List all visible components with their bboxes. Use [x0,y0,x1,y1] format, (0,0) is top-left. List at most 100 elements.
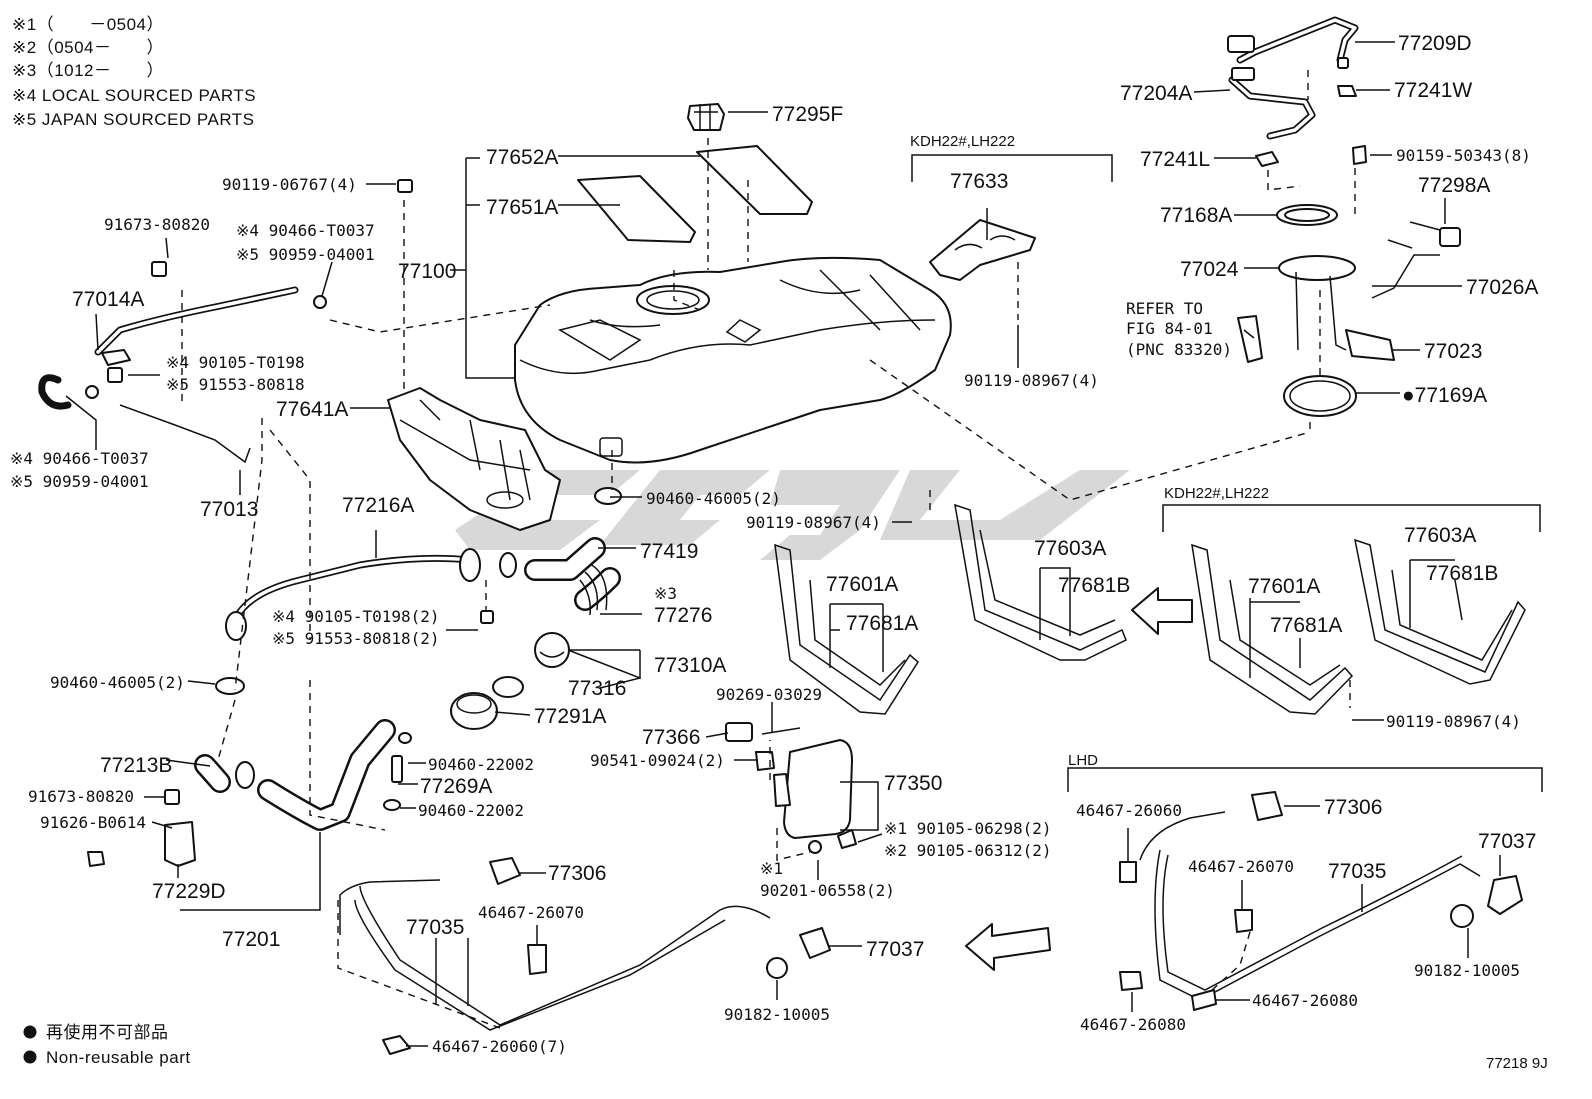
reference-lines [181,70,1356,991]
note-1: ※1（ －0504） [12,15,164,34]
label-77298A: 77298A [1418,174,1490,197]
label-90105-06298: ※1 90105-06298(2) [884,819,1052,838]
tank-bracket [929,219,1036,281]
label-90182-10005-right: 90182-10005 [1414,961,1520,980]
label-77201: 77201 [222,928,280,951]
label-46467-26080-b: 46467-26080 [1080,1015,1186,1034]
label-77603A-right: 77603A [1404,524,1476,547]
label-90105-T0198: ※4 90105-T0198 [166,353,305,372]
label-91673-80820-b: 91673-80820 [28,787,134,806]
label-77024: 77024 [1180,258,1239,281]
note-5: ※5 JAPAN SOURCED PARTS [12,110,255,129]
label-90105-06312: ※2 90105-06312(2) [884,841,1052,860]
label-77276: 77276 [654,604,712,627]
label-90119-08967-a: 90119-08967(4) [964,371,1099,390]
label-77216A: 77216A [342,494,414,517]
legend: 再使用不可部品 Non-reusable part [23,1022,191,1067]
label-90182-10005-center: 90182-10005 [724,1005,830,1024]
label-90159-50343: 90159-50343(8) [1396,146,1531,165]
label-90269-03029: 90269-03029 [716,685,822,704]
label-77204A: 77204A [1120,82,1192,105]
label-77229D: 77229D [152,880,226,903]
label-90959-04001-top: ※5 90959-04001 [236,245,375,264]
label-77306-center: 77306 [548,862,606,885]
legend-bullet-icon [23,1025,37,1039]
label-90201-note: ※1 [760,859,783,878]
note-4: ※4 LOCAL SOURCED PARTS [12,86,256,105]
label-77603A-left: 77603A [1034,537,1106,560]
label-77295F: 77295F [772,103,843,126]
legend-jp: 再使用不可部品 [46,1022,169,1042]
label-91553-80818-2: ※5 91553-80818(2) [272,629,440,648]
label-90460-46005-a: 90460-46005(2) [646,489,781,508]
label-77681B-right: 77681B [1426,562,1498,585]
label-77013: 77013 [200,498,258,521]
note-2: ※2（0504－ ） [12,38,164,57]
tank-protector [387,387,561,531]
label-77291A: 77291A [534,705,606,728]
label-90119-08967-b: 90119-08967(4) [746,513,881,532]
label-77652A: 77652A [486,146,558,169]
notes-block: ※1（ －0504） ※2（0504－ ） ※3（1012－ ） ※4 LOCA… [12,15,256,129]
legend-bullet-icon [23,1050,37,1064]
label-77014A: 77014A [72,288,144,311]
label-91626-B0614: 91626-B0614 [40,813,146,832]
refer-line-3: (PNC 83320) [1126,340,1232,359]
figure-id: 77218 9J [1486,1055,1548,1072]
opener-cable-lhd [1119,791,1523,1011]
fuel-lid [725,722,857,854]
label-90119-08967-c: 90119-08967(4) [1386,712,1521,731]
label-77316: 77316 [568,677,626,700]
label-90466-T0037-top: ※4 90466-T0037 [236,221,375,240]
label-90105-T0198-2: ※4 90105-T0198(2) [272,607,440,626]
tank-insulators [577,145,813,243]
label-77209D: 77209D [1398,32,1472,55]
label-77310A: 77310A [654,654,726,677]
legend-en: Non-reusable part [46,1048,191,1067]
fuel-tank [514,256,952,464]
label-90119-06767: 90119-06767(4) [222,175,357,194]
label-77023: 77023 [1424,340,1482,363]
label-77037-right: 77037 [1478,830,1536,853]
direction-arrows [965,587,1193,971]
label-90460-22002-b: 90460-22002 [418,801,524,820]
refer-line-1: REFER TO [1126,299,1203,318]
tank-bands-right [1191,538,1526,715]
label-77241W: 77241W [1394,79,1472,102]
part-labels: 77295F 77652A 77651A 77100 90119-06767(4… [10,32,1538,1056]
group-label-kdh-right: KDH22#,LH222 [1164,485,1269,502]
label-90460-46005-b: 90460-46005(2) [50,673,185,692]
fuel-pump-module [1227,16,1461,417]
note-3: ※3（1012－ ） [12,61,164,80]
label-77213B: 77213B [100,754,172,777]
label-77276-note: ※3 [654,584,677,603]
tank-bands-left [774,503,1127,715]
label-77100: 77100 [398,260,456,283]
label-46467-26070-right: 46467-26070 [1188,857,1294,876]
label-77419: 77419 [640,540,698,563]
label-77366: 77366 [642,726,700,749]
label-90201-06558: 90201-06558(2) [760,881,895,900]
group-label-lhd: LHD [1068,752,1098,769]
label-77681A-left: 77681A [846,612,918,635]
label-77601A-right: 77601A [1248,575,1320,598]
label-90541-09024: 90541-09024(2) [590,751,725,770]
opener-cable-center [337,857,831,1055]
watermark-logo [455,470,1130,560]
filler-cap-group [450,563,608,730]
label-90959-04001-bot: ※5 90959-04001 [10,472,149,491]
label-46467-26080-a: 46467-26080 [1252,991,1358,1010]
label-77633: 77633 [950,170,1008,193]
label-77651A: 77651A [486,196,558,219]
label-77681A-right: 77681A [1270,614,1342,637]
label-77269A: 77269A [420,775,492,798]
label-77026A: 77026A [1466,276,1538,299]
label-77681B-left: 77681B [1058,574,1130,597]
refer-line-2: FIG 84-01 [1126,319,1213,338]
label-77035-right: 77035 [1328,860,1386,883]
label-46467-26070-center: 46467-26070 [478,903,584,922]
label-77641A: 77641A [276,398,348,421]
label-77168A: 77168A [1160,204,1232,227]
